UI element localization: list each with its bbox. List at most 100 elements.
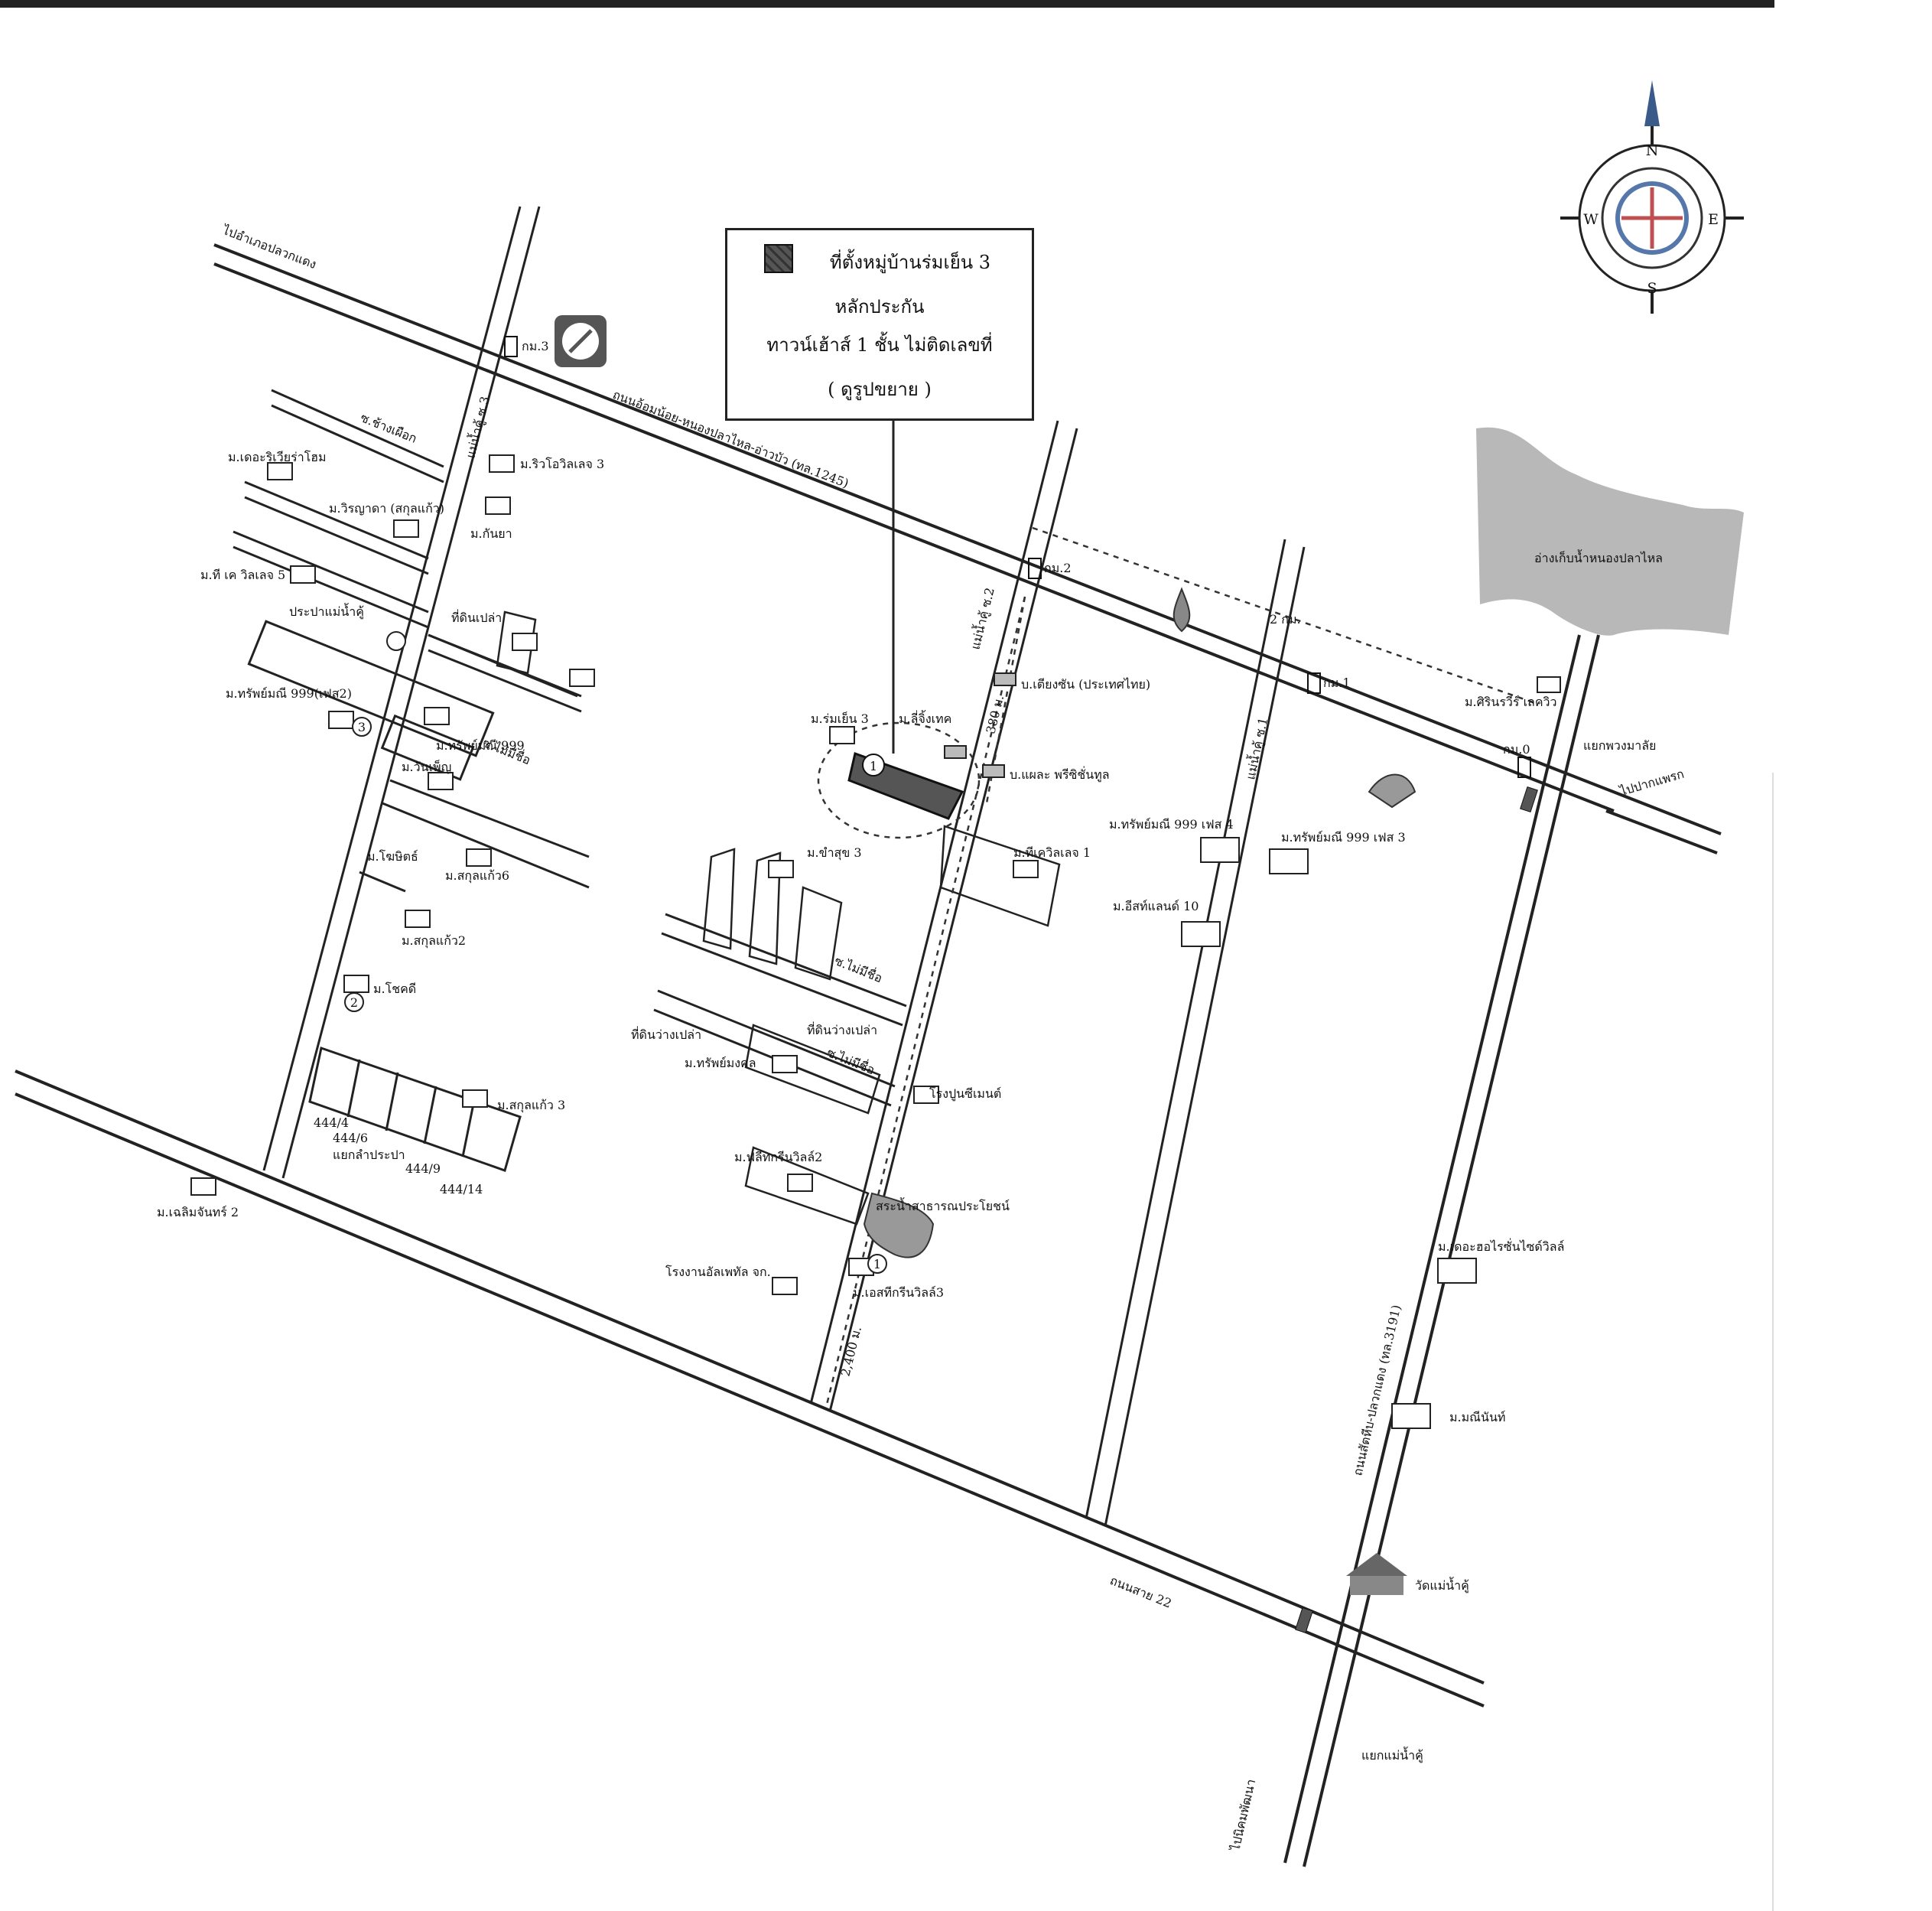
label-ngam-sin: ม.โฆษิตธ์ [367,849,418,864]
km0-label: กม.0 [1503,742,1530,757]
svg-text:1: 1 [873,1257,881,1271]
road-3191-label: ถนนสัตหีบ-ปลวกแดง (ทล.3191) [1350,1304,1403,1477]
label-vacant-land-1: ที่ดินเปล่า [451,609,502,625]
legend-box: ที่ตั้งหมู่บ้านร่มเย็น 3 หลักประกัน ทาวน… [725,228,1034,421]
top-border [0,0,1774,8]
legend-line-3: ทาวน์เฮ้าส์ 1 ชั้น ไม่ติดเลขที่ [766,334,993,356]
label-prestige: บ.แผละ พรีซิชั่นทูล [1010,766,1110,783]
label-the-riviera-home: ม.เดอะริเวียร่าโฮม [228,450,327,464]
dist-2400-label: 2,400 ม. [838,1325,864,1378]
label-sap-mani-999: ม.ทรัพย์มณี 999 [436,738,525,753]
svg-text:2: 2 [350,995,358,1010]
to-bottom-label: ไปนิคมพัฒนา [1228,1778,1258,1854]
label-maninan: ม.มณีนันท์ [1449,1410,1505,1424]
legend-swatch [764,244,793,273]
label-sakul-kaew-2: ม.สกุลแก้ว2 [402,933,466,949]
label-sap-mani-ph4: ม.ทรัพย์มณี 999 เฟส 4 [1109,817,1234,832]
highway-22 [15,1069,1485,1708]
label-sakul-kaew-3: ม.สกุลแก้ว 3 [497,1098,565,1113]
label-rom-yen-3: ม.ร่มเย็น 3 [811,711,869,726]
label-tk-ville-1: ม.ทีเควิลเลจ 1 [1013,845,1091,860]
petrol-station-icon [555,315,607,367]
main-road-1245 [213,243,1722,855]
label-lot-444-6: 444/6 [333,1131,368,1145]
public-pond [863,1192,935,1258]
junction-lam-prapa-label: แยกลำประปา [333,1148,405,1162]
reservoir-label: อ่างเก็บน้ำหนองปลาไหล [1534,549,1663,565]
label-chalerm-chan-2: ม.เฉลิมจันทร์ 2 [157,1205,239,1219]
label-sap-mongkhon: ม.ทรัพย์มงคล [685,1056,756,1070]
label-vacant-land-3: ที่ดินว่างเปล่า [631,1026,701,1042]
label-lie-ching-tech: ม.ลี่จิ้งเทค [899,710,951,726]
svg-text:1: 1 [870,759,877,773]
label-sap-mani-ph2: ม.ทรัพย์มณี 999(เฟส2) [226,686,352,701]
side-streets-middle [653,825,1061,1226]
compass-north: N [1646,142,1659,159]
label-green-ville-3: ม.เอสทีกรีนวิลล์3 [853,1285,944,1300]
label-kanya: ม.กันยา [470,526,512,541]
road-3191 [1283,634,1600,1867]
soi-2-label: แม่น้ำคู้ ซ.2 [967,586,998,652]
reservoir-area [1476,427,1744,636]
soi-no-name-3-label: ซ.ไม่มีชื่อ [825,1043,878,1077]
label-vacant-land-2: ที่ดินว่างเปล่า [807,1021,877,1037]
km-markers: กม.3 กม.2 กม.1 กม.0 [504,336,1531,778]
compass-south: S [1647,280,1657,297]
highway-22-label: ถนนสาย 22 [1108,1573,1174,1611]
numbered-markers: 3 2 1 [344,631,887,1274]
label-sakul-kaew-6: ม.สกุลแก้ว6 [445,868,509,884]
label-public-pond: สระน้ำสาธารณประโยชน์ [876,1197,1010,1213]
junction-mae-nam-khu-label: แยกแม่น้ำคู้ [1361,1747,1423,1763]
to-district-label: ไปอำเภอปลวกแดง [220,222,319,272]
km2-label: กม.2 [1044,561,1072,575]
label-east-land-10: ม.อีสท์แลนด์ 10 [1113,899,1199,913]
temple-icon [1346,1553,1407,1595]
site-marker-1 [862,754,885,776]
km3-label: กม.3 [522,339,549,353]
junction-phuang-malai-icon [1520,786,1538,813]
label-green-ville-2: ม.ฟลีทกรีนวิลล์2 [734,1150,822,1164]
legend-line-2: หลักประกัน [834,296,925,317]
side-streets-left [233,389,590,1172]
dist-2km-line [1032,526,1538,705]
building-icons [190,454,1561,1429]
label-chokdee: ม.โชคดี [373,982,416,996]
compass-rose: N S E W [1560,80,1744,314]
legend-line-4: ( ดูรูปขยาย ) [828,379,932,400]
soi-chang-phueak-label: ซ.ช้างเผือก [359,410,419,446]
place-labels: ม.เดอะริเวียร่าโฮม ม.ริวโอวิลเลจ 3 ม.วิร… [157,450,1564,1594]
label-water-supply: ประปาแม่น้ำคู้ [289,603,364,620]
label-factory-alloy: โรงงานอัลเพทัล จก. [665,1265,771,1279]
shell-icon [1368,773,1416,809]
junction-phuang-malai-label: แยกพวงมาลัย [1583,738,1656,753]
flame-icon [1173,587,1191,633]
soi-mae-nam-khu-1 [1085,539,1306,1527]
label-the-horizon: ม.เดอะฮอไรซั่นไซด์วิลล์ [1438,1238,1564,1254]
label-cement-factory: โรงปูนซีเมนต์ [929,1086,1001,1102]
legend-line-1: ที่ตั้งหมู่บ้านร่มเย็น 3 [829,252,991,273]
label-wanphen: ม.วันเพ็ญ [402,759,451,774]
label-wat: วัดแม่น้ำคู้ [1415,1577,1469,1594]
km1-label: กม.1 [1323,676,1351,690]
soi-3-label: แม่น้ำคู้ ซ.3 [462,395,493,461]
label-lot-444-14: 444/14 [440,1182,483,1196]
site-highlight [817,721,981,839]
label-lot-444-9: 444/9 [405,1161,441,1176]
label-ban-diang-san: บ.เตียงซัน (ประเทศไทย) [1021,677,1150,692]
to-right-label: ไปปากแพรก [1617,767,1686,799]
svg-text:3: 3 [358,720,366,734]
compass-east: E [1708,211,1719,228]
junction-mae-nam-khu-icon [1295,1607,1313,1634]
dist-2km-label: 2 กม. [1270,612,1301,627]
compass-west: W [1583,211,1599,228]
label-river-ville-3: ม.ริวโอวิลเลจ 3 [520,457,604,471]
label-sirin-ville: ม.ศิรินรวีร์ เลควิว [1465,695,1557,709]
soi-mae-nam-khu-3 [262,206,541,1179]
label-wiriya: ม.วิรญาดา (สกุลแก้ว) [329,501,444,516]
label-sap-mani-ph3: ม.ทรัพย์มณี 999 เฟส 3 [1281,830,1406,845]
label-khamsuk-3: ม.ขำสุข 3 [807,845,862,861]
label-tk-ville-5: ม.ที เค วิลเลจ 5 [200,568,285,582]
label-lot-444-4: 444/4 [314,1115,349,1130]
soi-mae-nam-khu-2 [809,420,1078,1412]
